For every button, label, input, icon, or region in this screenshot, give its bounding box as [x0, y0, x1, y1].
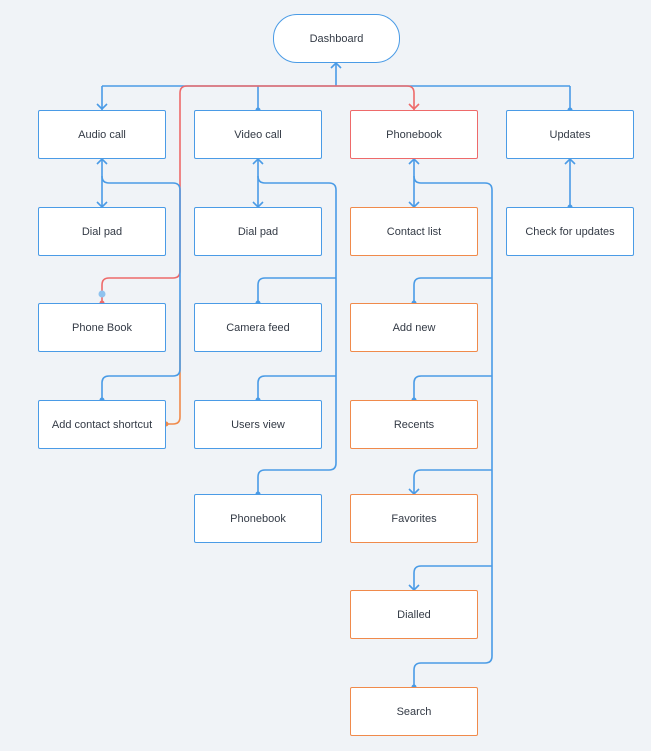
- video-call-node[interactable]: Video call: [194, 110, 322, 159]
- updates-node[interactable]: Updates: [506, 110, 634, 159]
- connector-phonebook-spine: [413, 175, 493, 687]
- connector-video-users-view: [257, 375, 336, 400]
- arrow-into-dashboard: [330, 61, 342, 69]
- arrow-into-video-call-bottom: [252, 157, 264, 165]
- audio-dial-pad-node[interactable]: Dial pad: [38, 207, 166, 256]
- video-phonebook-node[interactable]: Phonebook: [194, 494, 322, 543]
- add-new-node[interactable]: Add new: [350, 303, 478, 352]
- search-node[interactable]: Search: [350, 687, 478, 736]
- favorites-node[interactable]: Favorites: [350, 494, 478, 543]
- dialled-node[interactable]: Dialled: [350, 590, 478, 639]
- camera-feed-node[interactable]: Camera feed: [194, 303, 322, 352]
- connector-audio-call-add-contact-shortcut: [101, 175, 181, 400]
- add-contact-shortcut-node[interactable]: Add contact shortcut: [38, 400, 166, 449]
- arrow-into-audio-call-bottom: [96, 157, 108, 165]
- phonebook-node[interactable]: Phonebook: [350, 110, 478, 159]
- check-for-updates-node[interactable]: Check for updates: [506, 207, 634, 256]
- connector-phonebook-dialled: [413, 565, 492, 590]
- video-dial-pad-node[interactable]: Dial pad: [194, 207, 322, 256]
- arrow-into-audio-call: [96, 103, 108, 111]
- arrow-into-phonebook: [408, 103, 420, 111]
- audio-call-node[interactable]: Audio call: [38, 110, 166, 159]
- arrow-into-phonebook-bottom: [408, 157, 420, 165]
- connector-video-camera-feed: [257, 277, 336, 303]
- dot-phone-book-handle: [98, 290, 106, 298]
- connector-add-contact-shortcut: [166, 300, 181, 425]
- connector-dashboard-bus: [102, 63, 570, 87]
- dashboard-node[interactable]: Dashboard: [273, 14, 400, 63]
- connector-phonebook-recents: [413, 375, 492, 400]
- connector-video-call-spine: [257, 175, 337, 494]
- connector-phonebook-favorites: [413, 469, 492, 494]
- phone-book-node[interactable]: Phone Book: [38, 303, 166, 352]
- contact-list-node[interactable]: Contact list: [350, 207, 478, 256]
- connector-phone-book-to-phonebook: [101, 85, 415, 303]
- connector-phonebook-add-new: [413, 277, 492, 303]
- arrow-into-updates-bottom: [564, 157, 576, 165]
- users-view-node[interactable]: Users view: [194, 400, 322, 449]
- recents-node[interactable]: Recents: [350, 400, 478, 449]
